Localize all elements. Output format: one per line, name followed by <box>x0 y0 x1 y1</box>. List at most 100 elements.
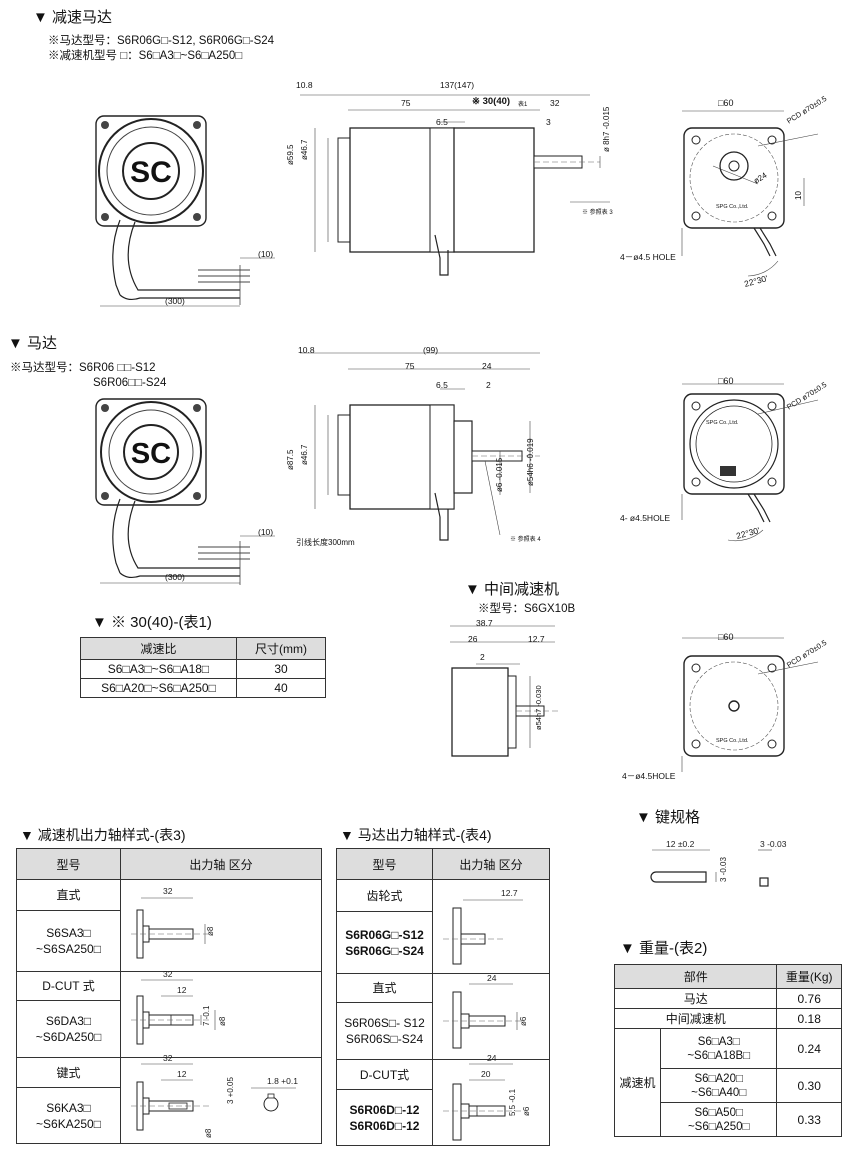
m-side-ref-table4: ※ 参照表 4 <box>510 537 541 543</box>
m-side-dim-6-5: 6.5 <box>436 380 448 390</box>
table1: 减速比尺寸(mm) S6□A3□~S6□A18□30 S6□A20□~S6□A2… <box>80 637 326 698</box>
svg-text:SC: SC <box>130 156 172 189</box>
motor-side-drawing <box>300 352 540 541</box>
table2-row-weight: 0.76 <box>776 988 842 1009</box>
table2-sub-model: S6□A3□~S6□A18B□ <box>659 1028 778 1069</box>
reducer-motor-face-drawing: SC <box>95 115 275 307</box>
m-side-lead-length: 引线长度300mm <box>296 538 355 547</box>
t3-straight-dim-8: ø8 <box>206 926 215 936</box>
rm-side-dim-32: 32 <box>550 98 560 108</box>
t4-gear-dim-12-7: 12.7 <box>501 888 518 898</box>
im-side-dim-2: 2 <box>480 652 485 662</box>
t3-dcut-dim-7: 7 -0.1 <box>202 1005 211 1026</box>
table2-title: ▼ 重量-(表2) <box>620 940 708 957</box>
svg-text:SC: SC <box>131 438 171 470</box>
im-side-dim-38-7: 38.7 <box>476 618 493 628</box>
motor-cable-dim-10: (10) <box>258 527 274 537</box>
table2-sub-weight: 0.24 <box>776 1028 842 1069</box>
key-title: ▼ 键规格 <box>636 809 701 826</box>
table3-row-models: S6DA3□~S6DA250□ <box>16 999 121 1059</box>
table1-row: 30 <box>236 659 326 679</box>
t3-dcut-dim-32: 32 <box>163 969 173 979</box>
reducer-motor-side-drawing <box>300 94 610 276</box>
table2-sub-weight: 0.30 <box>776 1068 842 1103</box>
rm-side-dim-137: 137(147) <box>440 80 475 90</box>
im-front-dim-hole: 4－ø4.5HOLE <box>622 771 676 781</box>
rm-side-dim-8h7: ø 8h7 -0.015 <box>602 106 611 152</box>
reducer-motor-note2: ※减速机型号 □：S6□A3□~S6□A250□ <box>48 50 243 62</box>
motor-front-drawing <box>681 383 819 542</box>
motor-face-drawing: SC <box>95 398 275 585</box>
m-side-dim-87-5: ø87.5 <box>286 449 295 470</box>
intermediate-note: ※型号：S6GX10B <box>478 603 576 615</box>
table2-row-part: 中间减速机 <box>613 1008 778 1029</box>
table3-row-name: 键式 <box>16 1057 121 1088</box>
table1-header-size: 尺寸(mm) <box>236 637 326 660</box>
table2-group-reducer: 减速机 <box>614 1028 661 1137</box>
rm-side-ref-table3: ※ 参照表 3 <box>582 210 613 216</box>
rm-side-dim-75: 75 <box>401 98 411 108</box>
table1-row: S6□A20□~S6□A250□ <box>80 678 237 698</box>
m-side-dim-6: ø6 -0.015 <box>495 457 504 492</box>
table2-header-part: 部件 <box>613 964 778 989</box>
rm-side-dim-46-7: ø46.7 <box>300 139 309 160</box>
intermediate-side-drawing <box>450 625 560 757</box>
intermediate-front-drawing <box>681 637 819 772</box>
table4-shaft-straight: 24 ø6 <box>432 973 550 1060</box>
t3-key-dim-32: 32 <box>163 1053 173 1063</box>
t4-dcut-dim-24: 24 <box>487 1053 497 1063</box>
table3-shaft-key: 32 12 3 +0.05 1.8 +0.1 ø8 <box>120 1053 322 1144</box>
table2-header-weight: 重量(Kg) <box>776 964 842 989</box>
table3-shaft-dcut: 32 12 7 -0.1 ø8 <box>120 969 322 1058</box>
t4-dcut-dim-5-5: 5.5 -0.1 <box>508 1088 517 1116</box>
table4-header-model: 型号 <box>336 848 433 880</box>
rm-side-dim-6-5: 6.5 <box>436 117 448 127</box>
table4-header-shaft: 出力轴 区分 <box>432 848 550 880</box>
t3-key-dim-8: ø8 <box>204 1128 213 1138</box>
m-front-brand: SPG Co.,Ltd. <box>706 420 739 426</box>
t3-key-dim-1-8: 1.8 +0.1 <box>267 1076 298 1086</box>
im-front-dim-60: □60 <box>718 632 734 642</box>
table3-row-models: S6KA3□~S6KA250□ <box>16 1087 121 1144</box>
m-side-dim-46-7: ø46.7 <box>300 444 309 465</box>
rm-front-dim-hole: 4－ø4.5 HOLE <box>620 252 676 262</box>
table3-header-shaft: 出力轴 区分 <box>120 848 322 880</box>
table3-shaft-straight: 32 ø8 <box>120 879 322 972</box>
reducer-motor-title: ▼ 减速马达 <box>33 9 113 26</box>
table2-row-part: 马达 <box>613 988 778 1009</box>
table4-row-name: D-CUT式 <box>336 1059 433 1090</box>
t3-dcut-dim-8: ø8 <box>218 1016 227 1026</box>
table3: 型号出力轴 区分 直式 32 ø8 S6SA3□~S6SA250□ D-CUT … <box>16 848 322 1144</box>
im-side-dim-54h7: ø54h7 -0.030 <box>534 685 543 730</box>
reducer-motor-cable-dim-10: (10) <box>258 249 274 259</box>
m-front-dim-60: □60 <box>718 376 734 386</box>
t4-dcut-dim-20: 20 <box>481 1069 491 1079</box>
table4-title: ▼ 马达出力轴样式-(表4) <box>340 827 492 843</box>
table1-row: 40 <box>236 678 326 698</box>
m-side-dim-75: 75 <box>405 361 415 371</box>
table4-shaft-dcut: 24 20 5.5 -0.1 ø6 <box>432 1053 550 1146</box>
table3-header-model: 型号 <box>16 848 121 880</box>
im-side-dim-26: 26 <box>468 634 478 644</box>
t4-straight-dim-6: ø6 <box>519 1016 528 1026</box>
motor-title: ▼ 马达 <box>8 335 58 352</box>
table4-row-name: 直式 <box>336 973 433 1003</box>
table2-row-weight: 0.18 <box>776 1008 842 1029</box>
m-front-dim-hole: 4- ø4.5HOLE <box>620 513 671 523</box>
table1-header-ratio: 减速比 <box>80 637 237 660</box>
rm-front-brand: SPG Co.,Ltd. <box>716 204 749 210</box>
m-side-dim-54h6: ø54h6 -0.019 <box>526 438 535 486</box>
rm-front-dim-60: □60 <box>718 98 734 108</box>
key-dim-length: 12 ±0.2 <box>666 839 695 849</box>
m-side-dim-10-8: 10.8 <box>298 345 315 355</box>
key-dim-height: 3 -0.03 <box>719 857 728 882</box>
key-dim-width: 3 -0.03 <box>760 839 787 849</box>
table2-sub-weight: 0.33 <box>776 1102 842 1137</box>
motor-cable-dim-300: (300) <box>165 572 185 582</box>
rm-side-dim-3: 3 <box>546 117 551 127</box>
rm-side-dim-10-8: 10.8 <box>296 80 313 90</box>
t3-straight-dim-32: 32 <box>163 886 173 896</box>
